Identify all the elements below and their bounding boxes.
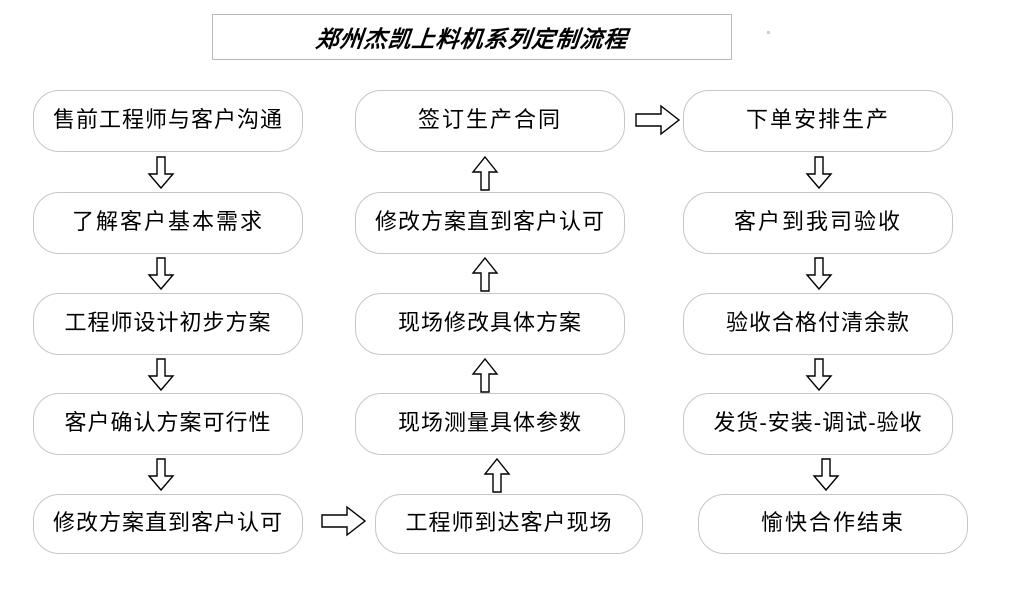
down-arrow-7 [805,358,833,392]
node-left-2[interactable]: 了解客户基本需求 [33,192,303,254]
down-arrow-5 [805,156,833,190]
node-left-1[interactable]: 售前工程师与客户沟通 [33,90,303,152]
node-middle-3[interactable]: 现场修改具体方案 [355,293,625,355]
down-arrow-6 [805,257,833,291]
node-middle-4-label: 现场测量具体参数 [397,411,582,436]
node-middle-2-label: 修改方案直到客户认可 [374,210,605,235]
chart-title-box: 郑州杰凯上料机系列定制流程 [212,14,732,60]
node-middle-5-label: 工程师到达客户现场 [405,511,613,536]
down-arrow-1 [147,156,175,190]
node-right-1[interactable]: 下单安排生产 [683,90,953,152]
node-left-3-label: 工程师设计初步方案 [64,311,272,336]
node-right-3[interactable]: 验收合格付清余款 [683,293,953,355]
node-middle-1-label: 签订生产合同 [417,108,562,133]
up-arrow-3 [471,357,499,393]
node-right-4[interactable]: 发货-安装-调试-验收 [683,393,953,455]
node-right-5-label: 愉快合作结束 [760,511,905,536]
node-left-4[interactable]: 客户确认方案可行性 [33,393,303,455]
node-middle-4[interactable]: 现场测量具体参数 [355,393,625,455]
node-right-2[interactable]: 客户到我司验收 [683,192,953,254]
node-right-4-label: 发货-安装-调试-验收 [713,411,923,436]
node-left-5[interactable]: 修改方案直到客户认可 [33,494,303,554]
down-arrow-3 [147,358,175,392]
node-middle-1[interactable]: 签订生产合同 [355,90,625,152]
up-arrow-1 [471,155,499,191]
up-arrow-2 [471,256,499,292]
right-arrow-left-to-middle [321,505,367,538]
down-arrow-2 [147,257,175,291]
chart-title-text: 郑州杰凯上料机系列定制流程 [314,26,630,53]
down-arrow-8 [812,458,840,492]
node-right-5[interactable]: 愉快合作结束 [698,494,968,554]
down-arrow-4 [147,458,175,492]
right-arrow-middle-to-right [635,104,681,137]
node-left-2-label: 了解客户基本需求 [71,210,264,235]
node-left-1-label: 售前工程师与客户沟通 [52,108,283,133]
node-left-5-label: 修改方案直到客户认可 [52,511,283,536]
node-left-3[interactable]: 工程师设计初步方案 [33,293,303,355]
node-middle-2[interactable]: 修改方案直到客户认可 [355,192,625,254]
node-middle-5[interactable]: 工程师到达客户现场 [375,494,643,554]
node-middle-3-label: 现场修改具体方案 [397,311,582,336]
node-right-2-label: 客户到我司验收 [733,210,902,235]
node-left-4-label: 客户确认方案可行性 [64,411,272,436]
node-right-1-label: 下单安排生产 [745,108,890,133]
title-speck-artifact [767,31,770,34]
node-right-3-label: 验收合格付清余款 [725,311,910,336]
up-arrow-4 [483,457,511,493]
